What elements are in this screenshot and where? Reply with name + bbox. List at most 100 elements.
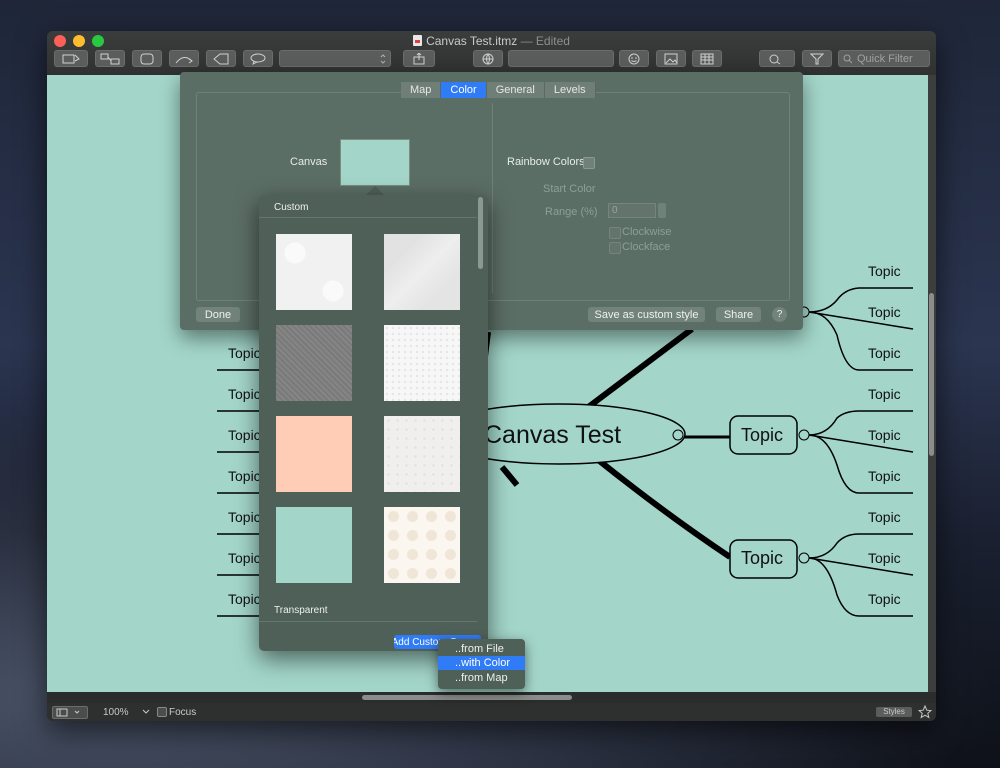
filter-button[interactable]	[802, 50, 832, 67]
status-bar: 100% Focus Styles	[47, 703, 936, 721]
popover-separator	[259, 217, 477, 218]
search-button[interactable]	[759, 50, 795, 67]
texture-white-rough[interactable]	[384, 234, 460, 310]
transparent-option[interactable]: Transparent	[274, 605, 328, 616]
left-topic-5[interactable]: Topic	[228, 509, 261, 525]
right-topic-3[interactable]: Topic	[868, 345, 901, 361]
collapse-toggle-right-middle[interactable]	[798, 429, 810, 441]
horizontal-scrollbar-thumb[interactable]	[362, 695, 572, 700]
chevron-down-icon[interactable]	[142, 709, 150, 715]
boundary-icon	[213, 53, 229, 64]
new-topic-button[interactable]	[54, 50, 88, 67]
texture-white-quilted[interactable]	[276, 234, 352, 310]
start-color-label: Start Color	[543, 183, 596, 195]
note-button[interactable]	[243, 50, 273, 67]
sidebar-icon	[56, 708, 80, 717]
format-popup-button[interactable]	[508, 50, 614, 67]
clockwise-label: Clockwise	[622, 226, 672, 238]
boundary-button[interactable]	[206, 50, 236, 67]
range-stepper[interactable]	[658, 203, 666, 218]
save-custom-style-button[interactable]: Save as custom style	[588, 307, 705, 322]
relationship-button[interactable]	[169, 50, 199, 67]
panel-divider	[492, 103, 493, 293]
callout-button[interactable]	[132, 50, 162, 67]
collapse-toggle-central[interactable]	[672, 429, 684, 441]
funnel-icon	[810, 53, 824, 64]
menu-item-from-file[interactable]: ..from File	[455, 643, 504, 655]
branch-lower-right	[595, 456, 732, 560]
canvas-label: Canvas	[290, 156, 328, 168]
right-topic-2[interactable]: Topic	[868, 304, 901, 320]
styles-button[interactable]: Styles	[876, 707, 912, 717]
style-popup-button[interactable]	[279, 50, 391, 67]
relationship-icon	[175, 56, 193, 63]
table-button[interactable]	[692, 50, 722, 67]
right-topic-7[interactable]: Topic	[868, 509, 901, 525]
popover-separator	[259, 621, 477, 622]
callout-icon	[140, 53, 154, 64]
texture-gray-fabric[interactable]	[276, 325, 352, 401]
menu-item-from-map[interactable]: ..from Map	[455, 672, 508, 684]
zoom-level[interactable]: 100%	[103, 707, 129, 718]
right-topic-1[interactable]: Topic	[868, 263, 901, 279]
emoji-button[interactable]	[619, 50, 649, 67]
texture-peach[interactable]	[276, 416, 352, 492]
quick-filter-field[interactable]: Quick Filter	[838, 50, 930, 67]
texture-off-white[interactable]	[384, 416, 460, 492]
zoom-window-button[interactable]	[92, 35, 104, 47]
texture-cream-pattern[interactable]	[384, 507, 460, 583]
right-topic-6[interactable]: Topic	[868, 468, 901, 484]
canvas-swatch[interactable]	[340, 139, 410, 186]
left-topic-6[interactable]: Topic	[228, 550, 261, 566]
vertical-scrollbar-thumb[interactable]	[929, 293, 934, 456]
tab-color[interactable]: Color	[441, 82, 487, 98]
range-field[interactable]: 0	[608, 203, 656, 218]
left-topic-7[interactable]: Topic	[228, 591, 261, 607]
canvas-texture-popover: Custom Transparent Add Custom Canvas	[259, 195, 488, 651]
clockwise-checkbox[interactable]	[609, 227, 621, 239]
window-title-text: Canvas Test.itmz	[426, 34, 518, 48]
close-window-button[interactable]	[54, 35, 66, 47]
right-topic-8[interactable]: Topic	[868, 550, 901, 566]
clockface-checkbox[interactable]	[609, 242, 621, 254]
rainbow-colors-label: Rainbow Colors	[507, 156, 585, 168]
window-title: Canvas Test.itmz — Edited	[47, 34, 936, 48]
share-button[interactable]	[403, 50, 435, 67]
topic-right-lower-shape[interactable]	[729, 539, 798, 579]
minimize-window-button[interactable]	[73, 35, 85, 47]
central-topic-label: Canvas Test	[484, 421, 622, 449]
collapse-toggle-right-lower[interactable]	[798, 552, 810, 564]
done-button[interactable]: Done	[196, 307, 240, 322]
subtopic-button[interactable]	[95, 50, 125, 67]
sidebar-toggle-button[interactable]	[52, 706, 88, 719]
left-topic-4[interactable]: Topic	[228, 468, 261, 484]
popover-scrollbar[interactable]	[478, 197, 483, 269]
star-icon[interactable]	[918, 705, 932, 719]
right-topic-9[interactable]: Topic	[868, 591, 901, 607]
chevron-updown-icon	[380, 53, 386, 64]
share-style-button[interactable]: Share	[716, 307, 761, 322]
texture-white-dots[interactable]	[384, 325, 460, 401]
tab-general[interactable]: General	[486, 82, 545, 98]
mind-map	[217, 287, 914, 617]
rainbow-colors-checkbox[interactable]	[583, 157, 595, 169]
left-topic-2[interactable]: Topic	[228, 386, 261, 402]
tab-map[interactable]: Map	[401, 82, 442, 98]
topic-right-middle-label: Topic	[741, 425, 784, 445]
popover-arrow	[365, 186, 385, 196]
help-button[interactable]: ?	[772, 307, 787, 322]
right-topic-4[interactable]: Topic	[868, 386, 901, 402]
tab-levels[interactable]: Levels	[544, 82, 596, 98]
globe-button[interactable]	[473, 50, 503, 67]
left-topic-3[interactable]: Topic	[228, 427, 261, 443]
right-subtopic-lines	[808, 287, 914, 617]
image-button[interactable]	[656, 50, 686, 67]
topic-right-middle-shape[interactable]	[729, 415, 798, 455]
right-topic-5[interactable]: Topic	[868, 427, 901, 443]
focus-checkbox[interactable]	[157, 707, 167, 717]
texture-mint[interactable]	[276, 507, 352, 583]
menu-item-with-color[interactable]: ..with Color	[438, 656, 525, 670]
smiley-icon	[628, 53, 640, 64]
left-topic-1[interactable]: Topic	[228, 345, 261, 361]
add-custom-menu: ..from File ..with Color ..from Map	[438, 639, 525, 689]
